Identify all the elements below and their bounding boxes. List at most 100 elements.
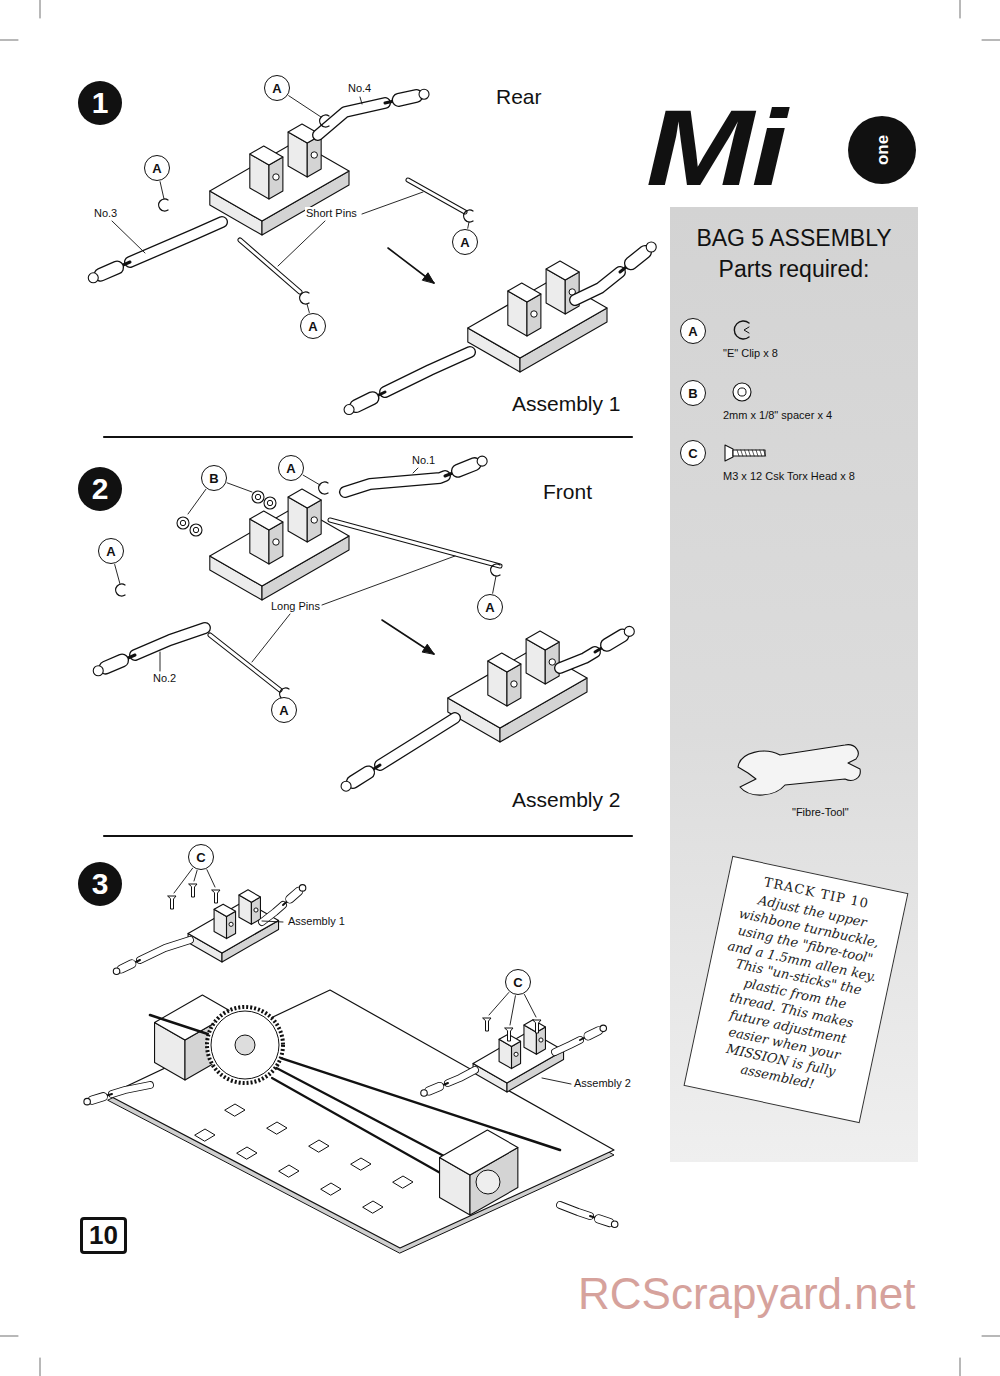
arm-body [385, 352, 470, 392]
e-clip [319, 482, 328, 494]
ball-cup [93, 666, 103, 676]
plate-hole [195, 1129, 215, 1141]
pin-hole [511, 681, 517, 687]
leader-line [160, 182, 164, 199]
rod-end [607, 636, 622, 645]
spacer-hole [193, 527, 198, 532]
rod-end-outline [607, 636, 622, 645]
rod-end [101, 268, 118, 275]
rod-end-outline [588, 1031, 598, 1036]
arm-body [380, 718, 455, 765]
e-clip-icon [734, 321, 749, 339]
e-clip-icon [744, 327, 749, 333]
rod-end [458, 464, 475, 471]
callout-letter: C [680, 440, 706, 466]
callout-letter: C [505, 969, 531, 995]
arm-body [112, 1085, 150, 1094]
crop-mark [960, 1358, 961, 1376]
pulley [476, 1170, 500, 1194]
assembly-label: Assembly 1 [512, 391, 621, 416]
leader-line [115, 565, 120, 584]
part-label: Long Pins [270, 600, 321, 613]
section-divider [104, 835, 632, 837]
plate-hole [237, 1147, 257, 1159]
brand-logo: one [874, 135, 891, 165]
leader-line [303, 475, 320, 485]
plate-hole [279, 1165, 299, 1177]
leader-line [289, 96, 321, 117]
node-text: 10 [89, 1221, 118, 1250]
node-text: A [272, 82, 281, 95]
rod-end-outline [429, 1087, 440, 1092]
callout-letter: A [680, 318, 706, 344]
spur-gear [211, 1011, 279, 1079]
leader-line [227, 483, 252, 492]
callout-letter: B [680, 380, 706, 406]
block-face [250, 146, 283, 165]
block-face [546, 261, 579, 280]
rod-end-outline [106, 661, 123, 668]
ball-cup [624, 626, 634, 636]
screw-thread [760, 450, 762, 456]
arm-outline [112, 1085, 150, 1094]
callout-letter: A [278, 455, 304, 481]
rod-end [429, 1087, 440, 1092]
assembly-label: Assembly 2 [573, 1077, 632, 1090]
leader-line [362, 192, 423, 214]
ball-cup [84, 1098, 91, 1105]
arm-outline [560, 652, 595, 668]
callout-letter: A [271, 697, 297, 723]
rod-end-outline [290, 891, 299, 899]
arm-body [448, 1070, 475, 1083]
front-block-exploded [93, 456, 500, 700]
e-clip [116, 584, 125, 596]
screw-head-icon [725, 445, 733, 461]
callout-letter: A [144, 155, 170, 181]
leader-line [207, 870, 215, 887]
rod-end [356, 398, 372, 406]
node-text: BAG 5 ASSEMBLY [670, 223, 918, 254]
node-text: A [106, 545, 115, 558]
pin-outline [408, 180, 465, 212]
pin-hole [539, 1038, 543, 1042]
block-face [473, 1031, 563, 1083]
ball-cup [299, 885, 306, 892]
assembly-label: Assembly 1 [287, 915, 346, 928]
arm-outline [130, 222, 222, 262]
callout-letter: A [452, 229, 478, 255]
rod-end-outline [458, 464, 475, 471]
arm-outline [380, 718, 455, 765]
arm-outline [140, 940, 190, 960]
leader-line [468, 222, 469, 228]
parts-panel: BAG 5 ASSEMBLYParts required:ABCTRACK TI… [670, 207, 918, 1162]
arrow-head [422, 644, 434, 654]
arm-outline [135, 628, 205, 655]
node-text: A [485, 601, 494, 614]
part-description: 2mm x 1/8" spacer x 4 [723, 409, 832, 422]
section-divider [104, 436, 632, 438]
rod-end [588, 1031, 598, 1036]
pin [408, 180, 465, 212]
leader-line [174, 868, 193, 893]
arm-outline [560, 1205, 590, 1216]
logo-disk [848, 116, 916, 184]
e-clip [491, 564, 500, 576]
leader-line [252, 614, 290, 662]
spacer-hole [738, 388, 746, 396]
rod-end-outline [631, 252, 645, 263]
part-number: No.4 [347, 82, 372, 95]
block-face [488, 653, 521, 672]
plate-hole [309, 1140, 329, 1152]
callout-letter: A [264, 75, 290, 101]
screw [505, 1028, 513, 1041]
spacer-hole [267, 500, 272, 505]
spacer [190, 524, 202, 536]
pin-hole [549, 659, 555, 665]
tool-label: "Fibre-Tool" [792, 806, 849, 819]
pin-outline [240, 240, 300, 292]
node-text: A [279, 704, 288, 717]
node-text: C [513, 976, 522, 989]
leader-line [160, 652, 161, 671]
arm-body [140, 940, 190, 960]
